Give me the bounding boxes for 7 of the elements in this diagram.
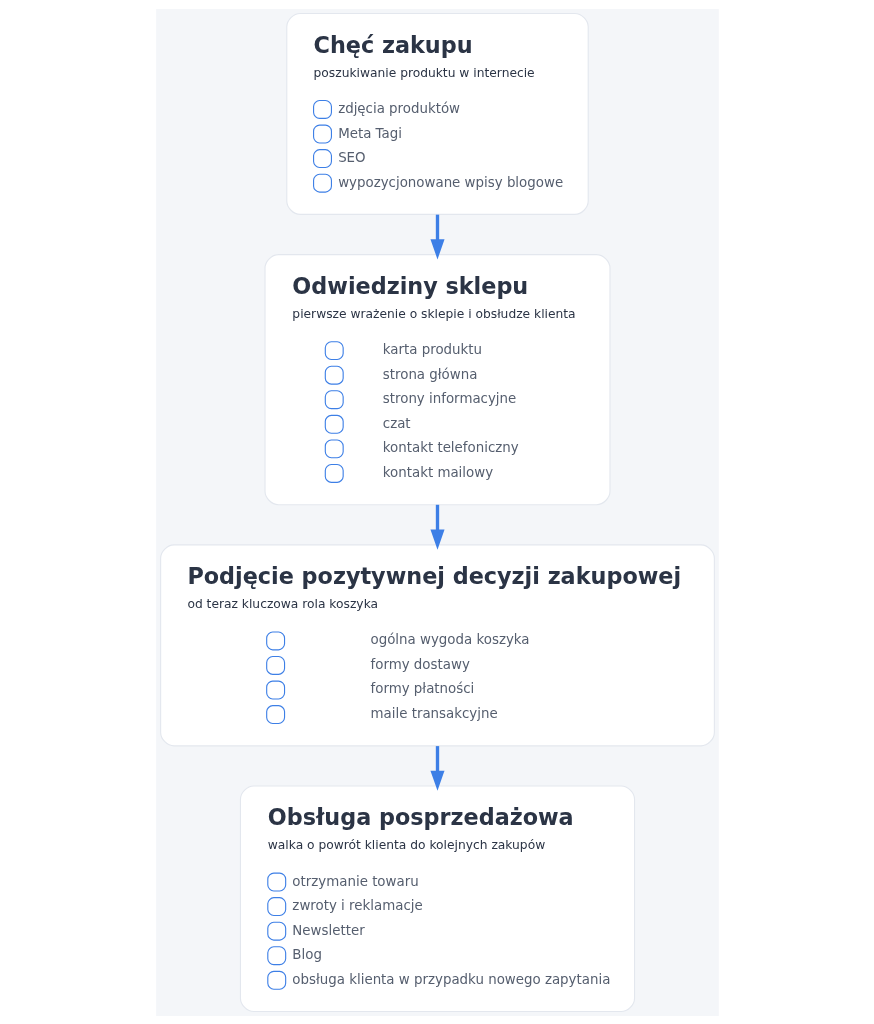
node-box: Obsługa posprzedażowa walka o powrót klienta do kolejnych zakupów otrzymanie towaru zwroty i reklamacje Newsletter Blog obsługa klienta w przypadku nowego zapytania	[239, 784, 635, 1012]
node-box: Odwiedziny sklepu pierwsze wrażenie o sklepie i obsłudze klienta karta produktu strona główna strony informacyjne czat kontakt telefoniczny kontakt mailowy	[263, 253, 611, 505]
arrow	[429, 504, 445, 550]
arrow	[429, 214, 445, 259]
node-box: Podjęcie pozytywnej decyzji zakupowej od teraz kluczowa rola koszyka ogólna wygoda koszyka formy dostawy formy płatności maile transakcyjne	[159, 543, 715, 746]
arrow	[429, 745, 445, 791]
node-box: Chęć zakupu poszukiwanie produktu w internecie zdjęcia produktów Meta Tagi SEO wypozycjonowane wpisy blogowe	[285, 12, 589, 215]
